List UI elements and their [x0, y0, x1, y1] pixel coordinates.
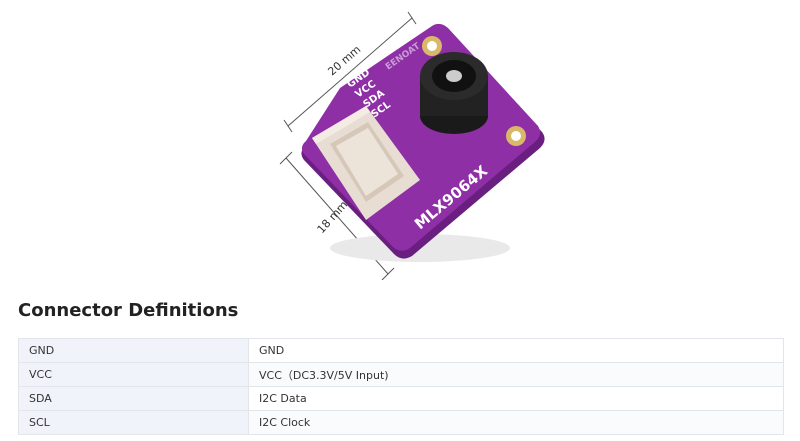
pin-name-cell: SDA	[18, 386, 249, 411]
pin-name-cell: VCC	[18, 362, 249, 387]
thermal-sensor	[420, 52, 488, 134]
pin-description-cell: I2C Clock	[248, 410, 784, 435]
table-row: GND GND	[18, 338, 784, 363]
table-row: VCC VCC（DC3.3V/5V Input)	[18, 362, 784, 387]
pin-description-cell: I2C Data	[248, 386, 784, 411]
pin-description-cell: VCC（DC3.3V/5V Input)	[248, 362, 784, 387]
pin-label-group: GND VCC SDA SCL	[345, 67, 393, 120]
mounting-hole-top	[422, 36, 442, 56]
mounting-hole-right	[506, 126, 526, 146]
product-figure: 20 mm 18 mm	[270, 8, 560, 281]
dimension-width	[283, 11, 417, 133]
jst-connector	[312, 106, 420, 220]
table-row: SDA I2C Data	[18, 386, 784, 411]
table-row: SCL I2C Clock	[18, 410, 784, 435]
connector-definitions-table: GND GND VCC VCC（DC3.3V/5V Input) SDA I2C…	[18, 338, 784, 435]
pin-name-cell: SCL	[18, 410, 249, 435]
section-title: Connector Definitions	[18, 300, 239, 321]
sensor-board-illustration: 20 mm 18 mm	[279, 11, 545, 281]
pin-name-cell: GND	[18, 338, 249, 363]
dimension-height-label: 18 mm	[315, 198, 351, 236]
pin-description-cell: GND	[248, 338, 784, 363]
